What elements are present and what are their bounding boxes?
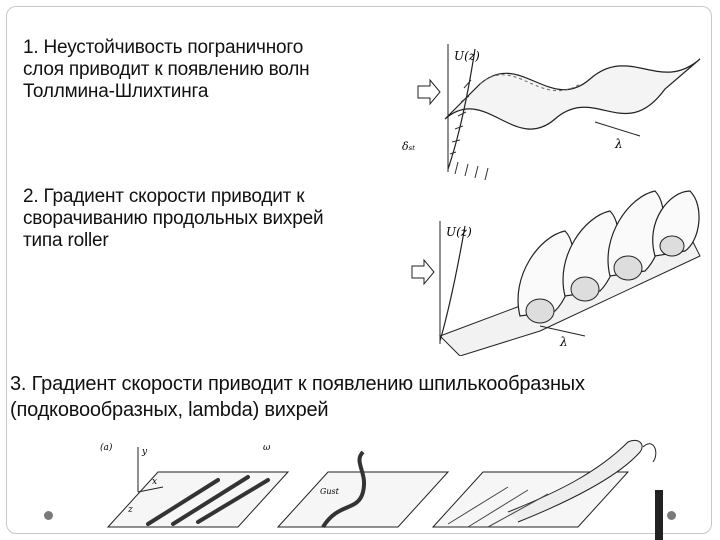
roller-end-3 [614,256,642,280]
item2-text: 2. Градиент скорости приводит к сворачив… [23,186,408,252]
hairpin-panel-label: (a) [100,442,113,453]
wavelength-dimension [595,122,640,136]
hairpin-omega-label: ω [263,443,271,453]
roller-velocity-label: U(z) [446,225,472,239]
item1-line-1: 1. Неустойчивость пограничного [23,37,403,59]
wave-wavelength-label: λ [614,137,623,151]
roller-end-4 [660,236,684,256]
item3-text: 3. Градиент скорости приводит к появлени… [10,371,710,423]
prev-slide-dot[interactable] [44,511,53,520]
flow-arrow-icon [412,260,434,284]
hairpin-axis-x: x [152,477,157,487]
wave-velocity-label: U(z) [454,49,480,63]
disturbance-marks [455,162,488,180]
flow-arrow-icon [418,80,440,104]
hairpin-omega-icon [643,444,656,462]
hairpin-axis-z: z [127,505,133,515]
hairpin-gust-label: Gust [320,487,340,496]
hairpin-axis-y: y [141,447,148,457]
wave-sheet [445,59,700,129]
velocity-profile [440,226,465,341]
item1-text: 1. Неустойчивость пограничного слоя прив… [23,37,403,103]
roller-wavelength-label: λ [559,335,568,349]
item3-line-2: (подковообразных, lambda) вихрей [10,397,710,423]
tollmien-schlichting-wave-figure: U(z) δₛₜ λ [400,24,710,184]
next-slide-dot[interactable] [667,511,676,520]
dark-edge-artifact [655,490,663,540]
item2-line-1: 2. Градиент скорости приводит к [23,186,408,208]
item2-line-3: типа roller [23,230,408,252]
item1-line-3: Толлмина-Шлихтинга [23,81,403,103]
item3-line-1: 3. Градиент скорости приводит к появлени… [10,371,710,397]
item2-line-2: сворачиванию продольных вихрей [23,208,408,230]
hairpin-plate-1 [108,472,288,527]
roller-end-2 [571,277,599,301]
item1-line-2: слоя приводит к появлению волн [23,59,403,81]
roller-end-1 [526,299,554,323]
hairpin-vortices-figure: (a) y x z ω Gust [88,432,663,540]
wave-thickness-label: δₛₜ [402,140,415,153]
roller-vortices-figure: U(z) λ [400,186,710,356]
